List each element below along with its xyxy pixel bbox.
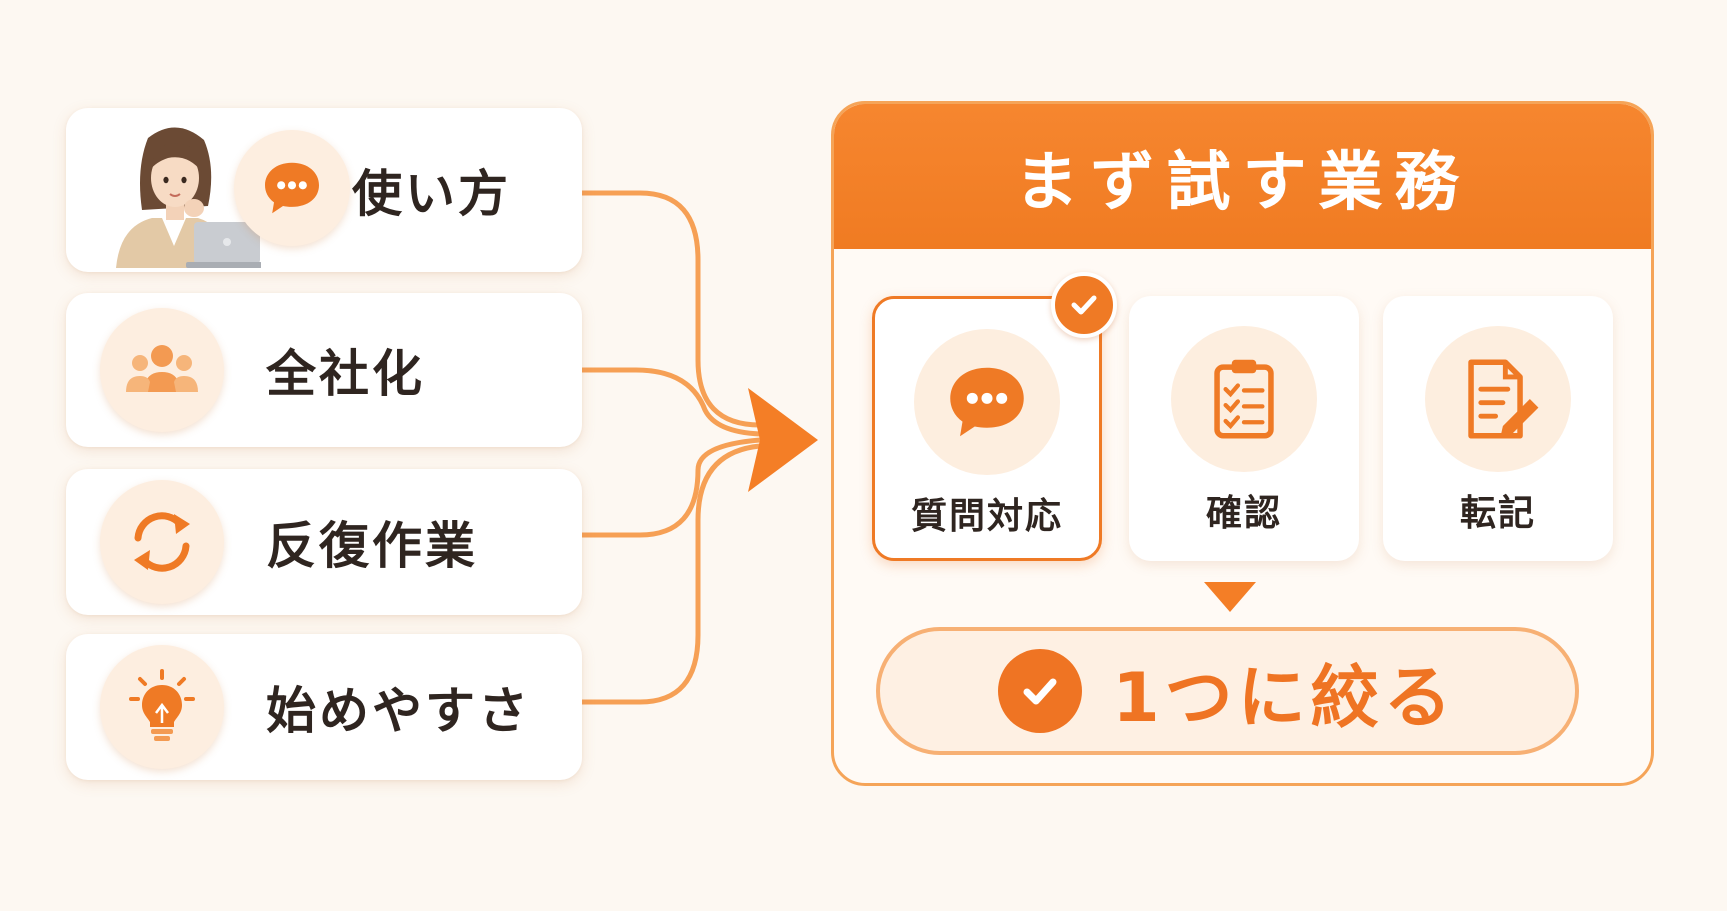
task-label-confirmation: 確認 bbox=[1205, 493, 1282, 534]
result-label: 1つに絞る bbox=[1112, 658, 1457, 738]
document-edit-icon bbox=[1468, 359, 1539, 439]
task-tile-question-response[interactable]: 質問対応 bbox=[872, 296, 1102, 561]
chat-bubble-icon bbox=[265, 162, 319, 214]
task-icon-circle bbox=[914, 329, 1060, 475]
card-label-usage: 使い方 bbox=[352, 165, 511, 223]
task-label-transcription: 転記 bbox=[1459, 493, 1536, 534]
card-label-repetitive-work: 反復作業 bbox=[266, 517, 478, 575]
card-label-ease-of-start: 始めやすさ bbox=[266, 682, 531, 740]
connector-usage bbox=[579, 190, 763, 428]
chat-bubble-icon bbox=[950, 367, 1024, 437]
flow-arrow-head bbox=[748, 388, 818, 492]
connector-easy bbox=[579, 443, 763, 705]
panel-header: まず試す業務 bbox=[834, 104, 1651, 249]
usage-icon-circle bbox=[234, 130, 350, 246]
task-tile-confirmation[interactable]: 確認 bbox=[1129, 296, 1359, 561]
checklist-clipboard-icon bbox=[1214, 359, 1274, 439]
card-ease-of-start: 始めやすさ bbox=[66, 634, 582, 780]
task-tile-transcription[interactable]: 転記 bbox=[1383, 296, 1613, 561]
card-company-wide: 全社化 bbox=[66, 293, 582, 447]
company-icon-circle bbox=[100, 308, 224, 432]
check-circle-icon bbox=[998, 649, 1083, 733]
woman-laptop-illustration bbox=[86, 118, 262, 268]
ease-icon-circle bbox=[100, 645, 224, 769]
repetitive-icon-circle bbox=[100, 480, 224, 604]
task-icon-circle bbox=[1425, 326, 1571, 472]
card-usage: 使い方 bbox=[66, 108, 582, 272]
task-label-question-response: 質問対応 bbox=[910, 496, 1063, 537]
card-label-company-wide: 全社化 bbox=[266, 345, 425, 403]
connector-company bbox=[579, 367, 763, 437]
down-arrow-icon bbox=[1204, 582, 1256, 612]
lightbulb-icon bbox=[129, 669, 195, 741]
result-pill: 1つに絞る bbox=[876, 627, 1579, 755]
people-group-icon bbox=[126, 345, 198, 392]
refresh-cycle-icon bbox=[134, 512, 190, 572]
connector-repetitive bbox=[579, 437, 763, 538]
panel-title: まず試す業務 bbox=[1014, 145, 1471, 220]
card-repetitive-work: 反復作業 bbox=[66, 469, 582, 615]
task-icon-circle bbox=[1171, 326, 1317, 472]
selected-check-badge bbox=[1051, 272, 1117, 338]
checkmark-icon bbox=[1071, 295, 1097, 315]
